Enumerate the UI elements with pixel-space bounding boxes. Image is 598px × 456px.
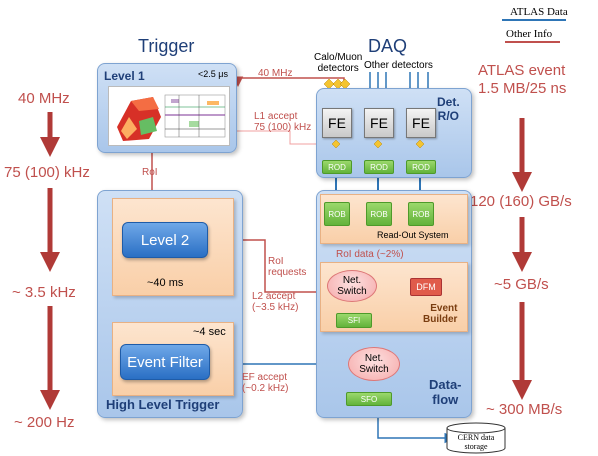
accept-diamonds	[332, 139, 425, 149]
event-builder-switch: Net.Switch	[327, 270, 377, 302]
left-rate-3: ~ 3.5 kHz	[12, 284, 76, 301]
level1-title: Level 1	[104, 69, 145, 83]
sfo-box: SFO	[346, 392, 392, 406]
dataflow-switch: Net.Switch	[348, 347, 400, 381]
rod-box-1: ROD	[322, 160, 352, 174]
fe-box-3: FE	[406, 108, 436, 138]
rod-box-3: ROD	[406, 160, 436, 174]
ef-accept-label: EF accept(~0.2 kHz)	[242, 372, 289, 394]
ros-label: Read-Out System	[377, 230, 449, 240]
right-rate-3: ~ 300 MB/s	[486, 401, 563, 418]
left-rate-1: 40 MHz	[18, 90, 70, 107]
dataflow-label: Data-flow	[429, 377, 462, 407]
other-detectors-label: Other detectors	[364, 60, 433, 71]
sfi-box: SFI	[336, 313, 372, 328]
l1-input-rate: 40 MHz	[258, 68, 293, 79]
legend-data-label: ATLAS Data	[510, 6, 568, 18]
event-size-line2: 1.5 MB/25 ns	[478, 80, 567, 97]
level1-latency: <2.5 μs	[198, 69, 228, 79]
roi-data-label: RoI data (~2%)	[336, 249, 404, 260]
left-rate-2: 75 (100) kHz	[4, 164, 90, 181]
level1-panel: Level 1 <2.5 μs	[97, 63, 237, 153]
l2-accept-label: L2 accept(~3.5 kHz)	[252, 291, 299, 313]
right-rate-2: ~5 GB/s	[494, 276, 549, 293]
level2-box: Level 2	[122, 222, 208, 258]
event-size-line1: ATLAS event	[478, 62, 566, 79]
trigger-header: Trigger	[138, 36, 195, 56]
det-ro-label: Det.R/O	[437, 95, 460, 123]
ef-time: ~4 sec	[193, 326, 226, 338]
calorimeter-image	[108, 86, 230, 146]
fe-box-2: FE	[364, 108, 394, 138]
right-rate-1: 120 (160) GB/s	[470, 193, 572, 210]
legend-info-label: Other Info	[506, 28, 553, 40]
roi-label: RoI	[142, 167, 158, 178]
fe-box-1: FE	[322, 108, 352, 138]
level2-time: ~40 ms	[147, 277, 184, 289]
dfm-box: DFM	[410, 278, 442, 296]
rob-box-1: ROB	[324, 202, 350, 226]
rob-box-2: ROB	[366, 202, 392, 226]
rod-box-2: ROD	[364, 160, 394, 174]
event-filter-box: Event Filter	[120, 344, 210, 380]
left-rate-4: ~ 200 Hz	[14, 414, 75, 431]
hlt-title: High Level Trigger	[106, 397, 220, 412]
detector-diamonds	[323, 78, 351, 90]
rob-box-3: ROB	[408, 202, 434, 226]
daq-header: DAQ	[368, 36, 408, 56]
